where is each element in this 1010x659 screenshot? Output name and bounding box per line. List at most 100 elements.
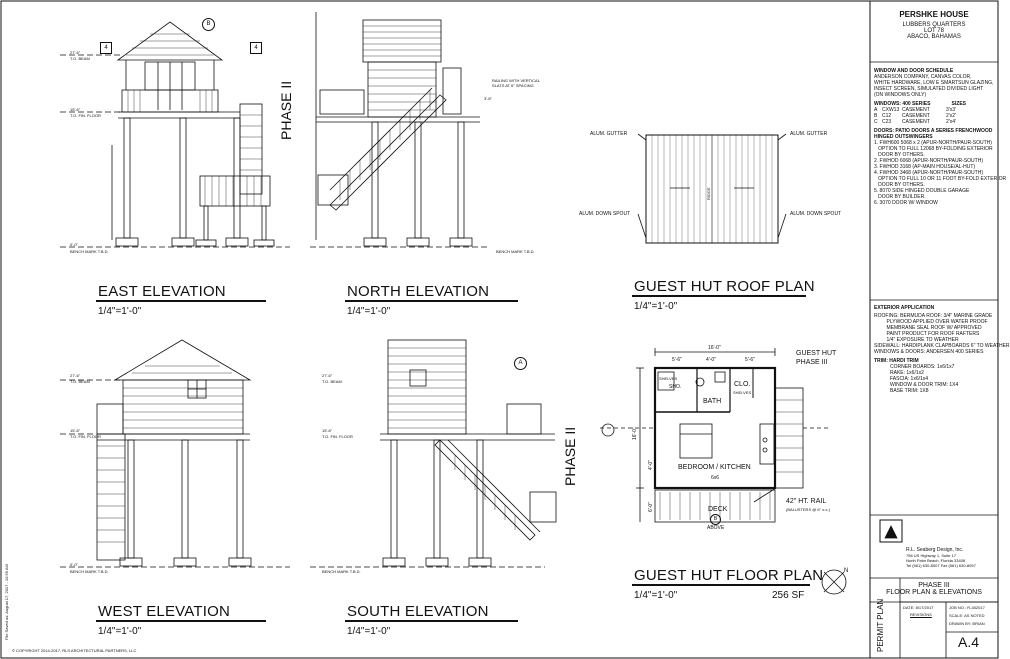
rail-height: 3'-6" [484,96,492,101]
door-line: 4. FWHOD 3468 (APUR-NORTH/PAUR-SOUTH) [874,170,983,176]
roof-plan-title: GUEST HUT ROOF PLAN [634,278,815,295]
phase-label-north: PHASE II [278,80,294,140]
window-tag-b: B [202,18,215,31]
trim-line: FASCIA: 1x6/1x4 [890,376,929,382]
title-underline [96,300,266,302]
bench-level: 0'-0" [70,562,78,567]
door-tag-4: 4 [250,42,262,54]
trim-line: CORNER BOARDS: 1x6/1x7 [890,364,955,370]
guest-hut-label: GUEST HUT [796,350,837,357]
ridge-label: RIDGE [706,187,711,200]
dimension: 5'-6" [745,357,755,363]
drawn-by: DRAWN BY: BRIAN [949,621,985,626]
floor-plan-area: 256 SF [772,590,805,601]
phase-iii-label: PHASE III [796,359,828,366]
window-tag: C [874,119,878,125]
floor-plan-title: GUEST HUT FLOOR PLAN [634,567,824,584]
title-underline [96,620,266,622]
railing-note-2: SLATS AT 6" SPACING [492,83,534,88]
sheet-phase: PHASE III [918,582,950,589]
dimension: 4'-0" [648,460,654,470]
dimension: 4'-0" [706,357,716,363]
schedule-line: (ON WINDOWS ONLY) [874,92,927,98]
deck-label: DECK [708,506,728,513]
rail-label: 42" HT. RAIL [786,498,827,505]
window-row: C C23 CASEMENT 2'x4' [874,119,996,125]
trim-line: RAKE: 1x6/1x2 [890,370,924,376]
north-elevation-scale: 1/4"=1'-0" [347,306,391,317]
door-line: 1. FWH600 5068 x 2 (APUR-NORTH/PAUR-SOUT… [874,140,992,146]
phase-label-south: PHASE II [562,426,578,486]
east-elevation-title: EAST ELEVATION [98,283,226,300]
floor-plan-drawing [600,348,830,523]
file-saved-note: File Saved as: August 17, 2017 - 10:59 A… [4,564,9,640]
gutter-label: ALUM. GUTTER [590,131,628,137]
window-tag-a: A [514,357,527,370]
bed-size: 6x6 [711,475,720,481]
window-row: B C12 CASEMENT 2'x2' [874,113,996,119]
roof-plan-scale: 1/4"=1'-0" [634,301,678,312]
exterior-line: MEMBRANE SEAL ROOF W/ APPROVED [874,325,982,331]
floor-level: 15'-6" [70,428,81,433]
windows-heading: WINDOWS: 400 SERIES SIZES [874,101,996,107]
firm-address: North Palm Beach, Florida 33408 [906,558,966,563]
copyright-note: © COPYRIGHT 2014-2017, RLS ARCHITECTURAL… [12,648,137,653]
south-elevation-title: SOUTH ELEVATION [347,603,489,620]
beam-level: 27'-6" [322,373,333,378]
window-code: C12 [882,113,892,119]
east-elevation-scale: 1/4"=1'-0" [98,306,142,317]
north-elevation-drawing [310,12,490,248]
exterior-heading: EXTERIOR APPLICATION [874,305,935,311]
door-line: 6. 3070 DOOR W/ WINDOW [874,200,938,206]
door-line: OPTION TO FULL 12068 BY-FOLDING EXTERIOR [874,146,993,152]
exterior-line: WINDOWS & DOORS: ANDERSEN 400 SERIES [874,349,984,355]
sheet-number: A.4 [958,634,980,650]
gutter-label: ALUM. GUTTER [790,131,828,137]
bench-level-label: BENCH MARK T.B.D. [70,249,109,254]
title-underline [632,295,806,297]
south-elevation-drawing [310,339,557,568]
schedule-line: INSECT SCREEN, SIMULATED DIVIDED LIGHT [874,86,984,92]
trim-line: BASE TRIM: 1X8 [890,388,929,394]
window-tag-b: B [710,514,721,525]
project-line: LUBBERS QUARTERS [902,22,966,28]
rail-spacing: (BALUSTERS @ 6" o.c.) [786,507,830,512]
floor-plan-scale: 1/4"=1'-0" [634,590,678,601]
window-code: CXW13 [882,107,900,113]
room-label: BEDROOM / KITCHEN [678,464,751,471]
door-line: 5. 8070 SIDE HINGED DOUBLE GARAGE [874,188,970,194]
floor-level-label: T.O. FIN. FLOOR [322,434,353,439]
firm-address: Tel (561) 630-8007 Fax (561) 630-8057 [906,563,976,568]
window-size: 3'x3' [946,107,956,113]
bench-level: 0'-0" [70,242,78,247]
window-size: 2'x2' [946,113,956,119]
above-label: ABOVE [707,525,725,531]
trim-heading: TRIM: HARDI TRIM [874,358,919,364]
sheet-title: FLOOR PLAN & ELEVATIONS [886,589,982,596]
north-arrow-icon [821,569,847,595]
west-elevation-scale: 1/4"=1'-0" [98,626,142,637]
shelves-label: SHELVES [733,390,752,395]
window-row: A CXW13 CASEMENT 3'x3' [874,107,996,113]
south-elevation-scale: 1/4"=1'-0" [347,626,391,637]
project-line: LOT 78 [924,28,944,34]
door-tag-4: 4 [100,42,112,54]
dimension: 5'-6" [672,357,682,363]
windows-series: WINDOWS: 400 SERIES [874,101,931,107]
doors-heading-2: HINGED OUTSWINGERS [874,134,933,140]
firm-block: R.L. Seaberg Design, Inc. 756 US Highway… [906,548,996,569]
bench-level-label: BENCH MARK T.B.D. [322,569,361,574]
shelves-label: SHELVES [659,376,678,381]
exterior-line: PLYWOOD APPLIED OVER WATER PROOF [874,319,988,325]
title-underline [345,300,518,302]
sheet-date: DATE: 8/17/2017 [903,605,934,610]
sheet-scale: SCALE: AS NOTED [949,613,985,618]
beam-level: 27'-6" [70,373,81,378]
title-underline [345,620,518,622]
schedule-heading: WINDOW AND DOOR SCHEDULE [874,68,954,74]
permit-plan-label: PERMIT PLAN [876,598,885,652]
project-name: PERSHKE HOUSE [899,10,969,19]
window-tag: B [874,113,878,119]
exterior-line: ROOFING: BERMUDA ROOF: 3/4" MARINE GRADE [874,313,993,319]
